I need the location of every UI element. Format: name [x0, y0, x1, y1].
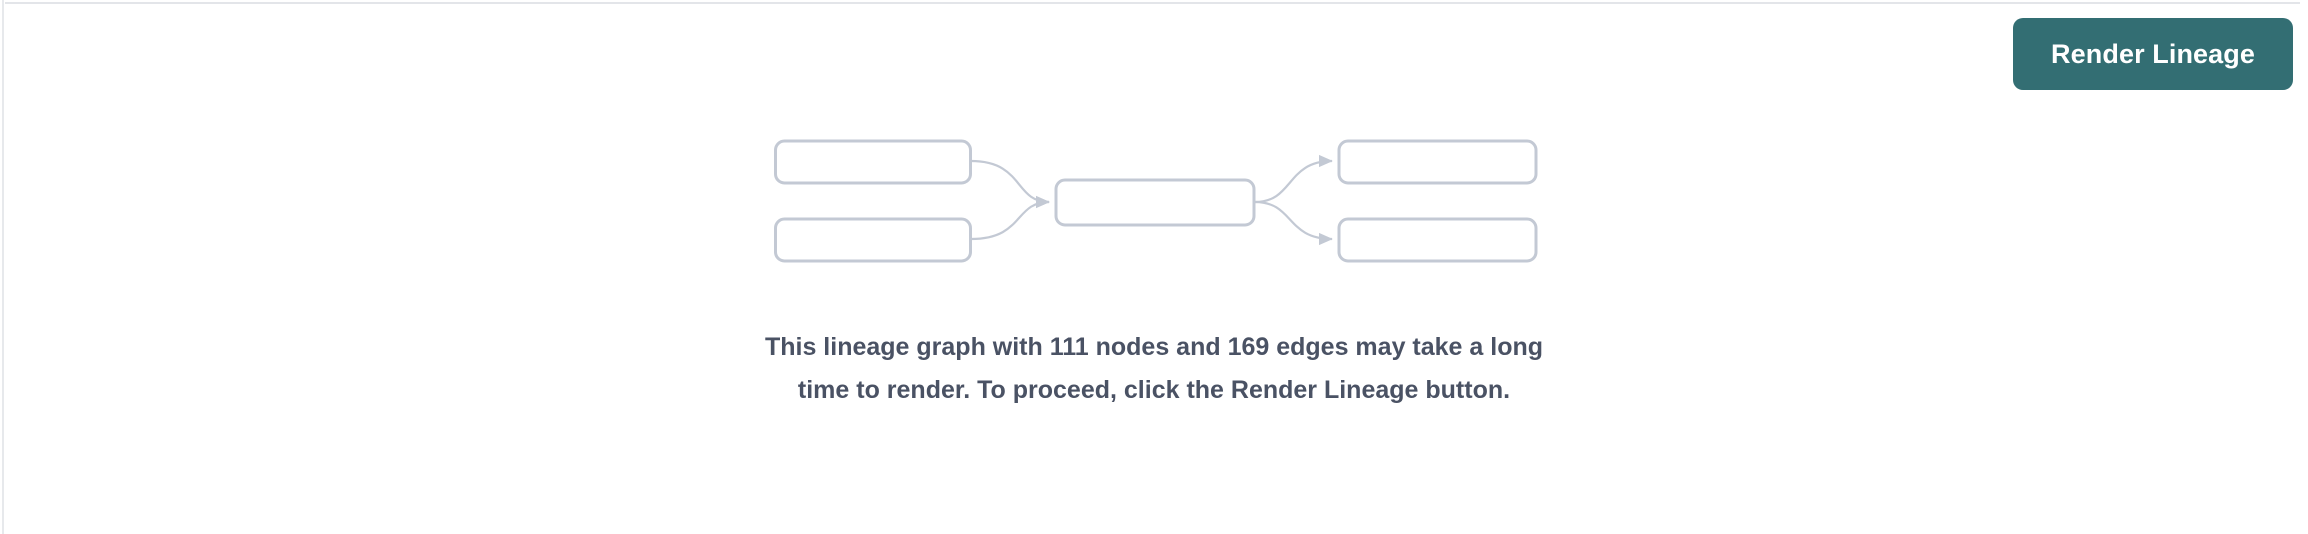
render-lineage-button[interactable]: Render Lineage	[2013, 18, 2293, 90]
lineage-edge-group-downstream	[1254, 154, 1333, 246]
edge-upstream-2	[970, 195, 1050, 241]
lineage-toolbar: Render Lineage	[2013, 18, 2293, 90]
edge-downstream-1	[1254, 154, 1333, 204]
lineage-node-upstream-2	[774, 217, 972, 263]
lineage-node-focus	[1054, 178, 1256, 227]
edge-upstream-1	[970, 159, 1050, 209]
lineage-node-downstream-2	[1337, 217, 1538, 263]
panel-top-divider	[5, 2, 2300, 4]
lineage-warning-message: This lineage graph with 111 nodes and 16…	[764, 333, 1544, 404]
lineage-node-upstream-1	[774, 139, 972, 185]
lineage-edge-group-upstream	[970, 159, 1050, 241]
lineage-node-downstream-1	[1337, 139, 1538, 185]
edge-downstream-2	[1254, 200, 1333, 246]
lineage-graph-illustration	[774, 130, 1554, 275]
panel-left-divider	[2, 0, 4, 534]
